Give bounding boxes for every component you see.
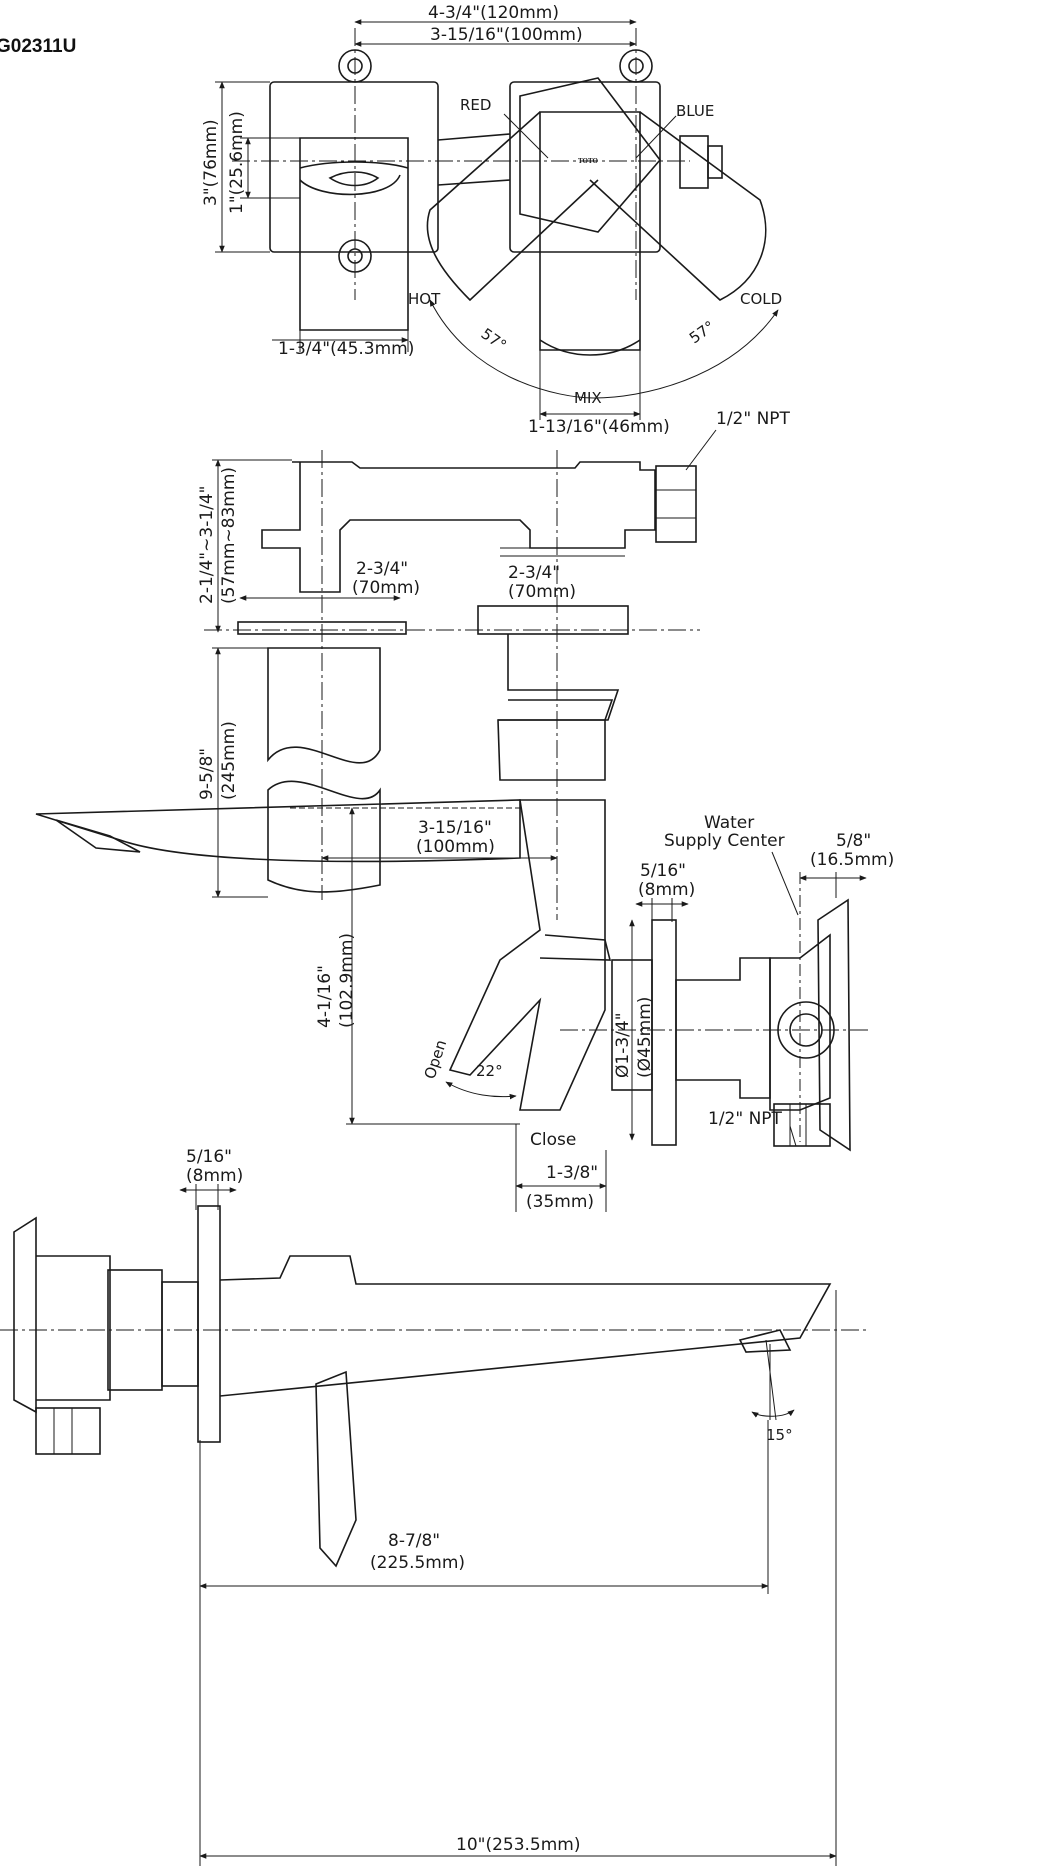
cold-label: COLD xyxy=(740,290,782,308)
water-supply-label-a: Water xyxy=(704,813,754,833)
right-flange xyxy=(477,605,629,635)
spout-height-label-a: 9-5/8" xyxy=(197,748,217,800)
wall-depth-label-a: 2-1/4"~3-1/4" xyxy=(197,485,217,604)
front-center-label-a: 3-15/16" xyxy=(418,818,492,838)
bottom-npt-fitting xyxy=(35,1407,101,1455)
reach-label-a: 8-7/8" xyxy=(388,1531,440,1551)
bottom-view: 5/16" (8mm) 15° 8-7/8" (225.5mm) 10"(253 xyxy=(0,1147,870,1866)
plate-height-label: 3"(76mm) xyxy=(201,119,221,206)
model-number: G02311U xyxy=(0,36,76,57)
spout-wall-plate xyxy=(269,81,439,253)
supply-offset-label-b: (16.5mm) xyxy=(810,850,894,870)
blue-leader xyxy=(635,115,677,159)
rotation-arc xyxy=(429,299,779,399)
bottom-spout xyxy=(219,1255,832,1397)
front-inlet-fitting xyxy=(655,465,697,543)
bottom-lever xyxy=(315,1370,357,1568)
front-npt-label: 1/2" NPT xyxy=(716,409,791,429)
side-npt-fitting xyxy=(773,1103,831,1147)
side-npt-label: 1/2" NPT xyxy=(708,1109,783,1129)
top-view: TOTO RED BLUE 4-3/4"(120mm) 3-15/16"(100… xyxy=(201,3,782,437)
spout-height-label: 1"(25.6mm) xyxy=(227,111,247,214)
right-flange-label-a: 2-3/4" xyxy=(508,563,560,583)
water-supply-label-b: Supply Center xyxy=(664,831,785,851)
handle-front xyxy=(497,634,620,781)
red-leader xyxy=(503,113,549,159)
bottom-collar xyxy=(161,1281,199,1387)
supply-offset-label-a: 5/8" xyxy=(836,831,871,851)
bottom-flange-label-a: 5/16" xyxy=(186,1147,232,1167)
close-label: Close xyxy=(530,1130,576,1150)
side-view: Water Supply Center 5/8" (16.5mm) 5/16" … xyxy=(35,799,894,1212)
spout-outline xyxy=(299,137,409,331)
connecting-pipe xyxy=(437,133,511,186)
handle-mix-position xyxy=(539,111,641,351)
total-length-label: 10"(253.5mm) xyxy=(456,1835,581,1855)
spout-front-lower xyxy=(267,780,381,893)
side-valve-body xyxy=(675,957,771,1099)
valve-wall-plate xyxy=(509,81,661,253)
bottom-valve-body xyxy=(36,1255,111,1401)
lever-angle-label: 22° xyxy=(476,1062,503,1080)
handle-cold-position xyxy=(589,111,767,301)
front-view: 1/2" NPT 2-1/4"~3-1/4" (57mm~83mm) 2-3/4… xyxy=(197,409,791,920)
diameter-label-a: Ø1-3/4" xyxy=(613,1012,633,1078)
spout-side xyxy=(35,799,521,863)
spout-drop-label-b: (102.9mm) xyxy=(337,933,357,1028)
center-width-label: 3-15/16"(100mm) xyxy=(430,25,583,45)
bottom-flange-label-b: (8mm) xyxy=(186,1166,243,1186)
flange-thickness-label-a: 5/16" xyxy=(640,861,686,881)
red-label: RED xyxy=(460,96,491,114)
side-end-plate xyxy=(817,898,851,1152)
left-flange-label-a: 2-3/4" xyxy=(356,559,408,579)
angle-left-label: 57° xyxy=(478,325,510,355)
wall-depth-label-b: (57mm~83mm) xyxy=(219,467,239,604)
handle-hot-position xyxy=(426,111,599,302)
left-flange-label-b: (70mm) xyxy=(352,578,420,598)
handle-width-label: 1-13/16"(46mm) xyxy=(528,417,670,437)
handle-depth-label-b: (35mm) xyxy=(526,1192,594,1212)
handle-depth-label-a: 1-3/8" xyxy=(546,1163,598,1183)
bottom-flange xyxy=(197,1205,221,1443)
open-label: Open xyxy=(421,1038,451,1082)
flange-thickness-label-b: (8mm) xyxy=(638,880,695,900)
reach-label-b: (225.5mm) xyxy=(370,1553,465,1573)
angle-right-label: 57° xyxy=(686,317,718,347)
diameter-label-b: (Ø45mm) xyxy=(635,997,655,1078)
side-flange xyxy=(651,919,677,1146)
valve-body xyxy=(261,461,656,593)
right-flange-label-b: (70mm) xyxy=(508,582,576,602)
spout-front-upper xyxy=(267,647,381,764)
bottom-end-plate xyxy=(13,1216,37,1414)
mix-label: MIX xyxy=(574,389,602,407)
overall-width-label: 4-3/4"(120mm) xyxy=(428,3,559,23)
spout-angle-label: 15° xyxy=(766,1426,793,1444)
spout-drop-label-a: 4-1/16" xyxy=(315,965,335,1028)
spout-width-label: 1-3/4"(45.3mm) xyxy=(278,339,414,359)
front-center-label-b: (100mm) xyxy=(416,837,495,857)
blue-label: BLUE xyxy=(676,102,714,120)
spout-height-label-b: (245mm) xyxy=(219,721,239,800)
hot-label: HOT xyxy=(408,290,441,308)
